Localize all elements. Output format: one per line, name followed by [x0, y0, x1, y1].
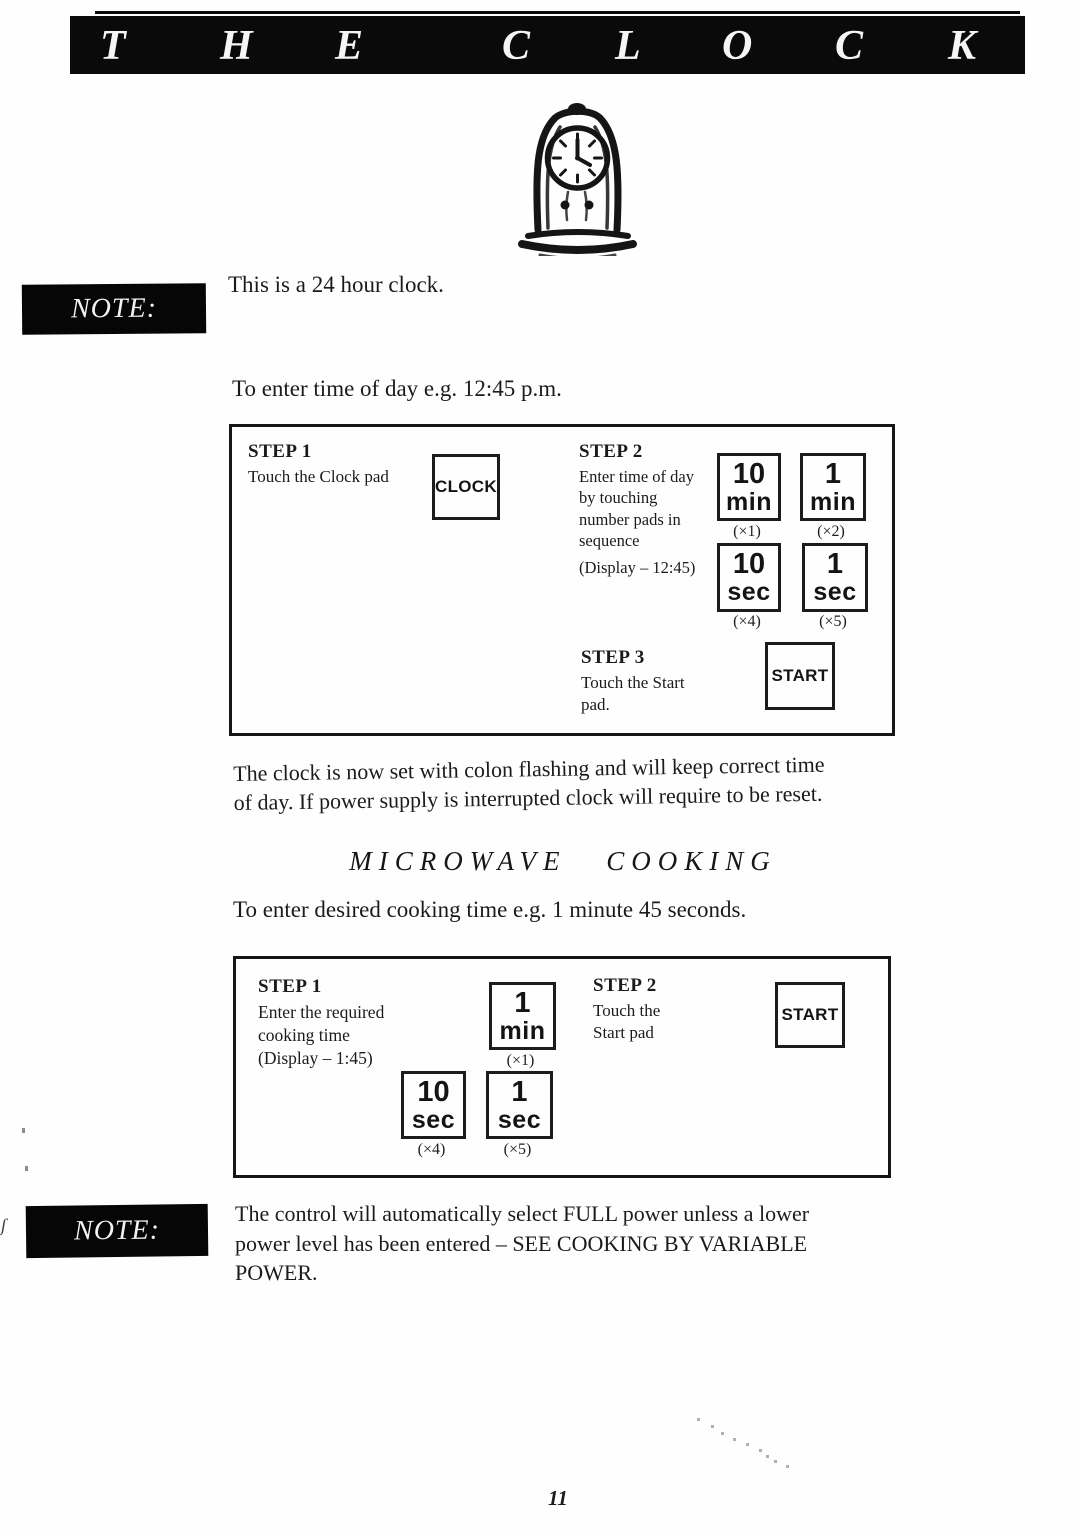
start-pad: START	[775, 982, 845, 1048]
one-sec-pad: 1 sec	[802, 543, 868, 612]
step-text: Touch the Start	[581, 673, 685, 692]
section-heading: MICROWAVE COOKING	[349, 846, 777, 876]
ten-sec-pad: 10 sec	[401, 1071, 466, 1139]
title-letter: K	[948, 23, 977, 69]
clock-pad-label: CLOCK	[435, 477, 497, 496]
step-heading: STEP 3	[581, 647, 645, 668]
pad-unit: sec	[813, 578, 857, 606]
clock-illustration	[518, 103, 637, 256]
ten-min-pad: 10 min	[717, 453, 781, 521]
step-text: Enter time of day	[579, 466, 695, 486]
step-text: Touch the	[593, 1001, 661, 1020]
paragraph-line: power level has been entered – SEE COOKI…	[235, 1230, 808, 1256]
one-sec-pad: 1 sec	[486, 1071, 553, 1139]
cooking-step2: STEP 2 Touch the Start pad	[593, 975, 660, 1044]
times-label: (×1)	[733, 523, 761, 540]
note-label-text: NOTE:	[73, 1214, 161, 1247]
pad-value: 10	[732, 457, 766, 490]
start-pad: START	[765, 642, 835, 710]
pad-value: 1	[826, 548, 844, 580]
note1-text: This is a 24 hour clock.	[228, 272, 444, 297]
ten-sec-pad: 10 sec	[717, 543, 781, 612]
pad-value: 1	[514, 986, 531, 1019]
times-label: (×2)	[817, 523, 845, 540]
times-label: (×1)	[506, 1052, 535, 1069]
clock-step1: STEP 1 Touch the Clock pad	[248, 441, 389, 488]
step-display-text: (Display – 1:45)	[258, 1048, 373, 1068]
cooking-step1: STEP 1 Enter the required cooking time (…	[258, 975, 384, 1070]
note-label: NOTE:	[25, 1203, 209, 1259]
step-display-text: (Display – 12:45)	[579, 557, 696, 577]
step-text: Enter the required	[258, 1002, 385, 1022]
start-pad-label: START	[781, 1005, 839, 1024]
clock-outro: The clock is now set with colon flashing…	[233, 750, 825, 817]
cooking-steps-box: STEP 1 Enter the required cooking time (…	[233, 956, 891, 1178]
paragraph-line: POWER.	[235, 1260, 318, 1285]
clock-steps-box: STEP 1 Touch the Clock pad CLOCK STEP 2 …	[229, 424, 895, 736]
note-label: NOTE:	[21, 283, 207, 335]
times-label: (×5)	[503, 1141, 532, 1158]
one-min-pad: 1 min	[489, 982, 556, 1050]
step-text: pad.	[581, 695, 610, 714]
cooking-intro: To enter desired cooking time e.g. 1 min…	[233, 897, 747, 922]
page-title: T H E C L O C K	[70, 16, 1025, 74]
clock-step3: STEP 3 Touch the Start pad.	[581, 647, 685, 716]
paragraph-line: The control will automatically select FU…	[235, 1201, 810, 1226]
scan-artifact-mark: ʃ	[1, 1215, 7, 1235]
pad-unit: min	[726, 487, 772, 516]
title-letter: C	[835, 23, 864, 69]
times-label: (×4)	[417, 1141, 446, 1158]
pad-unit: min	[810, 487, 856, 516]
step-text: by touching	[579, 488, 658, 507]
step-text: cooking time	[258, 1025, 350, 1045]
pad-unit: sec	[497, 1105, 542, 1134]
title-letter: O	[722, 23, 753, 69]
title-letter: H	[220, 23, 253, 69]
step-text: Touch the Clock pad	[248, 467, 389, 486]
step-heading: STEP 1	[258, 976, 322, 997]
step-heading: STEP 1	[248, 441, 312, 462]
step-text: sequence	[579, 531, 640, 550]
header-rule	[95, 11, 1020, 14]
step-heading: STEP 2	[593, 975, 657, 996]
note-label-text: NOTE:	[70, 292, 158, 325]
page-number: 11	[548, 1486, 568, 1510]
pad-value: 1	[511, 1075, 528, 1108]
pad-value: 10	[417, 1075, 450, 1108]
clock-intro: To enter time of day e.g. 12:45 p.m.	[232, 376, 562, 401]
times-label: (×4)	[733, 613, 761, 630]
pad-value: 1	[824, 457, 842, 490]
clock-pad: CLOCK	[432, 454, 500, 520]
pad-value: 10	[732, 548, 766, 580]
pad-unit: sec	[727, 578, 771, 606]
title-letter: E	[335, 23, 364, 69]
title-letter: T	[100, 23, 126, 69]
pad-unit: sec	[411, 1105, 456, 1134]
note2-text: The control will automatically select FU…	[235, 1199, 809, 1288]
times-label: (×5)	[819, 613, 847, 630]
pad-unit: min	[499, 1016, 546, 1045]
start-pad-label: START	[771, 666, 829, 685]
title-letter: L	[615, 23, 641, 69]
clock-step2: STEP 2 Enter time of day by touching num…	[579, 441, 695, 578]
step-heading: STEP 2	[579, 441, 643, 462]
step-text: number pads in	[579, 509, 681, 529]
one-min-pad: 1 min	[800, 453, 866, 521]
title-letter: C	[502, 23, 531, 69]
step-text: Start pad	[593, 1023, 654, 1042]
